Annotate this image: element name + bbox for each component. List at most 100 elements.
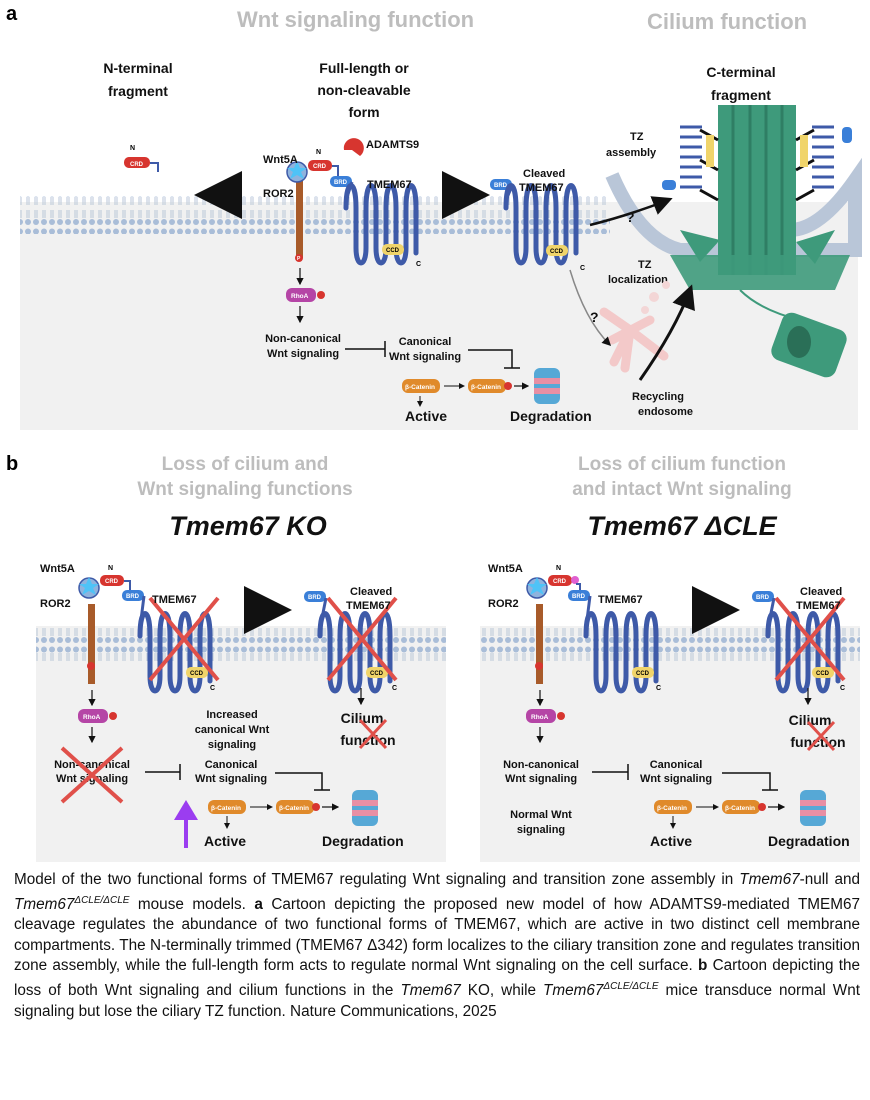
recycling-label-1: Recycling xyxy=(632,391,684,403)
ko-noncanonical-cross-icon xyxy=(60,746,124,804)
wnt5a-star-icon xyxy=(287,161,307,179)
svg-text:C: C xyxy=(840,685,845,692)
c-terminal-label-2: fragment xyxy=(711,87,771,103)
recycling-label-2: endosome xyxy=(638,406,693,418)
svg-text:C: C xyxy=(656,685,661,692)
crd-domain xyxy=(308,160,332,171)
svg-text:RhoA: RhoA xyxy=(291,293,309,300)
dcle-tmem67-label: TMEM67 xyxy=(598,594,643,606)
noncanonical-label-1: Non-canonical xyxy=(265,333,341,345)
ko-cilium-label-1: Cilium xyxy=(341,710,384,726)
right-title: Tmem67 ΔCLE xyxy=(587,511,777,541)
inhibit-canonical xyxy=(345,341,386,357)
svg-text:N: N xyxy=(130,145,135,152)
panel-a-letter: a xyxy=(6,3,18,25)
caption-panel-a: a xyxy=(254,895,263,913)
full-length-complex: CRD N BRD CCD C P xyxy=(286,138,421,268)
left-ghost-line2: Wnt signaling functions xyxy=(137,479,352,500)
dcle-cilium-cross-icon xyxy=(806,720,836,752)
dcle-proteasome-icon xyxy=(800,790,826,826)
dcle-canonical-label-1: Canonical xyxy=(650,759,703,771)
cleaved-tmem67: BRD CCD C xyxy=(490,179,585,272)
noncanonical-label-2: Wnt signaling xyxy=(267,348,339,360)
adamts9-icon xyxy=(343,138,364,156)
svg-text:β-Catenin: β-Catenin xyxy=(405,384,435,391)
dcle-cilium-label-1: Cilium xyxy=(789,712,832,728)
svg-text:N: N xyxy=(316,149,321,156)
increased-label-1: Increased xyxy=(206,709,257,721)
svg-text:P: P xyxy=(297,256,301,262)
caption-gene-3: Tmem67 xyxy=(400,982,461,1000)
caption-allele-1: ΔCLE/ΔCLE xyxy=(74,894,130,906)
caption-gene-4: Tmem67 xyxy=(543,982,604,1000)
beta-catenin-phospho xyxy=(468,379,506,393)
svg-text:C: C xyxy=(416,261,421,268)
svg-text:CRD: CRD xyxy=(130,162,144,168)
caption-text-3: mouse models. xyxy=(129,895,255,913)
dcle-degradation-label: Degradation xyxy=(768,833,850,849)
normal-label-1: Normal Wnt xyxy=(510,809,572,821)
normal-label-2: signaling xyxy=(517,824,565,836)
svg-text:BRD: BRD xyxy=(756,595,770,601)
cilium xyxy=(605,105,862,378)
arrow-to-tz xyxy=(589,196,673,227)
svg-text:β-Catenin: β-Catenin xyxy=(211,805,241,812)
panel-a: a Wnt signaling function Cilium function… xyxy=(6,3,862,430)
svg-text:C: C xyxy=(210,685,215,692)
ko-ror2-label: ROR2 xyxy=(40,598,71,610)
increased-label-2: canonical Wnt xyxy=(195,724,270,736)
dcle-ror2-label: ROR2 xyxy=(488,598,519,610)
ko-cleaved-label-2: TMEM67 xyxy=(346,600,391,612)
arrow-to-endosome xyxy=(569,269,612,347)
svg-text:BRD: BRD xyxy=(494,183,508,189)
right-ghost-line1: Loss of cilium function xyxy=(578,454,786,475)
caption-text-1: Model of the two functional forms of TME… xyxy=(14,871,740,888)
tz-localization-label-2: localization xyxy=(608,274,668,286)
caption-text-2: -null and xyxy=(799,871,860,888)
dcle-cilium-label-2: function xyxy=(790,734,845,750)
svg-text:CCD: CCD xyxy=(190,671,204,677)
right-ghost-line2: and intact Wnt signaling xyxy=(572,479,792,500)
ko-tmem67-label: TMEM67 xyxy=(152,594,197,606)
question-mark-2: ? xyxy=(590,309,599,325)
canonical-label-1: Canonical xyxy=(399,336,452,348)
svg-text:CCD: CCD xyxy=(636,671,650,677)
ko-degradation-label: Degradation xyxy=(322,833,404,849)
ko-noncanonical-label-2: Wnt signaling xyxy=(56,773,128,785)
canonical-label-2: Wnt signaling xyxy=(389,351,461,363)
svg-text:BRD: BRD xyxy=(308,595,322,601)
increased-label-3: signaling xyxy=(208,739,256,751)
caption-allele-2: ΔCLE/ΔCLE xyxy=(603,981,659,993)
figure-caption: Model of the two functional forms of TME… xyxy=(14,870,860,1022)
svg-text:β-Catenin: β-Catenin xyxy=(657,805,687,812)
svg-text:BRD: BRD xyxy=(334,180,348,186)
svg-text:RhoA: RhoA xyxy=(83,714,101,721)
ko-cleaved-label-1: Cleaved xyxy=(350,586,392,598)
svg-text:β-Catenin: β-Catenin xyxy=(471,384,501,391)
brd-domain xyxy=(330,176,352,187)
panel-b-letter: b xyxy=(6,453,18,475)
ko-noncanonical-label-1: Non-canonical xyxy=(54,759,130,771)
n-terminal-label-2: fragment xyxy=(108,83,168,99)
svg-text:C: C xyxy=(392,685,397,692)
dcle-wnt5a-label: Wnt5A xyxy=(488,563,523,575)
caption-text-6: KO, while xyxy=(460,982,544,1000)
ko-tmem67-cross-icon xyxy=(148,596,220,682)
n-terminal-fragment-icon: N CRD xyxy=(124,145,159,172)
tz-assembly-label-1: TZ xyxy=(630,131,644,143)
svg-text:RhoA: RhoA xyxy=(531,714,549,721)
tz-assembly-label-2: assembly xyxy=(606,147,657,159)
left-title: Tmem67 KO xyxy=(169,511,327,541)
dcle-canonical-label-2: Wnt signaling xyxy=(640,773,712,785)
svg-text:CCD: CCD xyxy=(386,248,400,254)
caption-text-5: Cartoon depicting the loss of both Wnt s… xyxy=(14,957,860,1000)
dcle-wnt5a-star-icon xyxy=(527,577,547,595)
svg-text:CRD: CRD xyxy=(105,579,119,585)
section-title-cilium: Cilium function xyxy=(647,9,807,34)
active-label: Active xyxy=(405,408,447,424)
ko-wnt5a-label: Wnt5A xyxy=(40,563,75,575)
svg-text:β-Catenin: β-Catenin xyxy=(279,805,309,812)
ko-cilium-cross-icon xyxy=(358,718,388,750)
ccd-domain xyxy=(382,244,404,255)
dcle-cleaved-cross-icon xyxy=(774,596,846,682)
